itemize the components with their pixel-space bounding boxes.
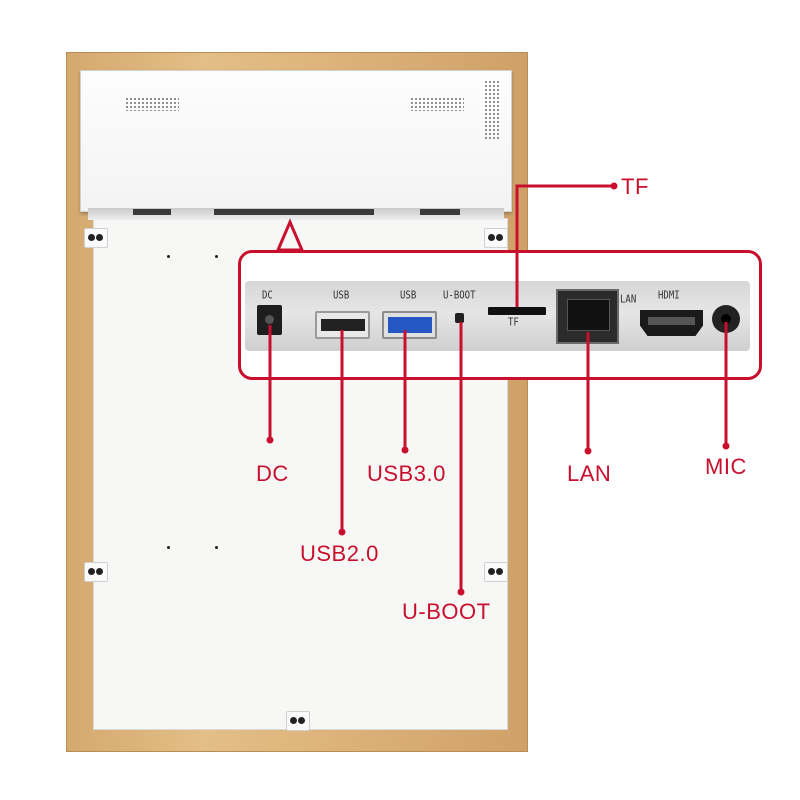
panel-label-uboot: U-BOOT bbox=[443, 290, 476, 302]
port-strip-segment bbox=[133, 209, 171, 215]
usb2-leader-dot bbox=[338, 528, 346, 536]
uboot-button-icon bbox=[455, 313, 464, 323]
dc-leader-dot bbox=[266, 436, 274, 444]
mount-hole bbox=[215, 255, 218, 258]
usb3-port-icon bbox=[382, 311, 437, 339]
usb3-leader-dot bbox=[401, 446, 409, 454]
mount-hole bbox=[167, 255, 170, 258]
panel-label-hdmi: HDMI bbox=[658, 290, 680, 302]
mount-hole bbox=[167, 546, 170, 549]
tf-leader-dot bbox=[610, 182, 618, 190]
uboot-leader-dot bbox=[457, 588, 465, 596]
hdmi-port-icon bbox=[640, 310, 703, 336]
mount-hole bbox=[215, 546, 218, 549]
callout-label-usb3: USB3.0 bbox=[367, 461, 446, 486]
mic-leader-dot bbox=[722, 442, 730, 450]
tf-leader bbox=[515, 184, 612, 307]
panel-label-dc: DC bbox=[262, 290, 273, 302]
mount-screw bbox=[484, 562, 508, 582]
mount-screw bbox=[84, 228, 108, 248]
callout-label-uboot: U-BOOT bbox=[402, 599, 491, 624]
panel-label-tf: TF bbox=[508, 317, 519, 329]
callout-pointer bbox=[275, 218, 305, 252]
port-strip-segment bbox=[214, 209, 374, 215]
mount-screw bbox=[84, 562, 108, 582]
callout-label-usb2: USB2.0 bbox=[300, 541, 379, 566]
callout-label-dc: DC bbox=[256, 461, 289, 486]
panel-label-lan: LAN bbox=[620, 294, 637, 306]
callout-label-tf: TF bbox=[621, 174, 649, 199]
mount-screw bbox=[484, 228, 508, 248]
panel-label-usb-b: USB bbox=[400, 290, 417, 302]
callout-label-mic: MIC bbox=[705, 454, 747, 479]
callout-label-lan: LAN bbox=[567, 461, 612, 486]
speaker-grille-right bbox=[410, 97, 464, 111]
panel-label-usb-a: USB bbox=[333, 290, 350, 302]
speaker-grille-side bbox=[484, 80, 500, 140]
speaker-grille-left bbox=[125, 97, 179, 111]
mount-screw bbox=[286, 711, 310, 731]
lan-leader-dot bbox=[584, 447, 592, 455]
tf-card-slot-icon bbox=[488, 307, 546, 315]
port-strip-segment bbox=[420, 209, 460, 215]
